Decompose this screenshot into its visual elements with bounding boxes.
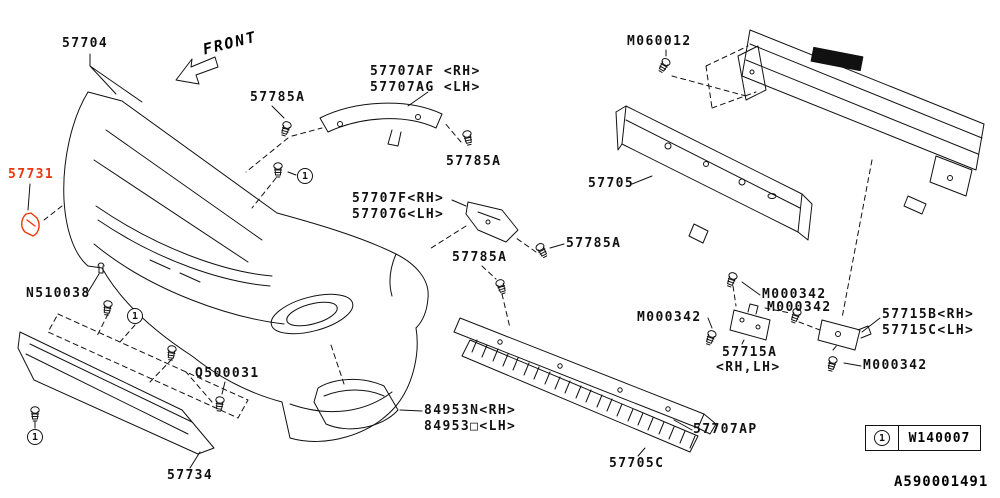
part-label-57705c[interactable]: 57705C (609, 456, 665, 471)
part-label-57707g[interactable]: 57707G<LH> (352, 207, 445, 222)
legend-callout-marker: 1 (874, 430, 890, 446)
bumper-beam-57705-drawing (615, 105, 813, 244)
fog-cover-84953-drawing (313, 378, 399, 430)
part-label-57715a-side[interactable]: <RH,LH> (716, 360, 781, 375)
strip-57707ap-drawing (453, 317, 717, 435)
garnish-57705c-drawing (461, 339, 699, 453)
part-label-57785a-4[interactable]: 57785A (452, 250, 508, 265)
drawing-number: A590001491 (894, 474, 989, 490)
part-label-57715c[interactable]: 57715C<LH> (882, 323, 975, 338)
part-label-m060012[interactable]: M060012 (627, 34, 692, 49)
part-label-57707af[interactable]: 57707AF <RH> (370, 64, 481, 79)
part-label-57734[interactable]: 57734 (167, 468, 214, 483)
part-label-84953-lh[interactable]: 84953□<LH> (424, 419, 517, 434)
part-label-57704[interactable]: 57704 (62, 36, 109, 51)
lower-strip-57734-drawing (17, 313, 249, 455)
front-bumper-cover-drawing (63, 91, 429, 442)
part-label-n510038[interactable]: N510038 (26, 286, 91, 301)
callout-marker-2[interactable]: 1 (127, 308, 143, 324)
part-label-q500031[interactable]: Q500031 (195, 366, 260, 381)
part-label-57707f[interactable]: 57707F<RH> (352, 191, 445, 206)
part-label-57785a-2[interactable]: 57785A (446, 154, 502, 169)
callout-marker-1[interactable]: 1 (297, 168, 313, 184)
part-label-57785a-3[interactable]: 57785A (566, 236, 622, 251)
bracket-57715a-drawing (729, 303, 771, 341)
part-label-84953n[interactable]: 84953N<RH> (424, 403, 517, 418)
callout-marker-3[interactable]: 1 (27, 429, 43, 445)
part-label-m000342-3[interactable]: M000342 (637, 310, 702, 325)
highlight-clip-57731-drawing (21, 212, 40, 237)
bracket-57707af-drawing (319, 102, 443, 147)
legend-part-code[interactable]: W140007 (908, 430, 971, 446)
front-arrow-icon (175, 56, 219, 85)
bracket-57707f-drawing (465, 201, 519, 243)
part-label-57705[interactable]: 57705 (588, 176, 635, 191)
legend-box: 1 W140007 (865, 425, 981, 451)
part-label-57715a[interactable]: 57715A (722, 345, 778, 360)
part-label-m000342-2[interactable]: M000342 (767, 300, 832, 315)
part-label-57715b[interactable]: 57715B<RH> (882, 307, 975, 322)
part-label-57707ag[interactable]: 57707AG <LH> (370, 80, 481, 95)
part-label-57731-highlighted[interactable]: 57731 (8, 167, 55, 182)
part-label-m000342-4[interactable]: M000342 (863, 358, 928, 373)
part-label-57785a-1[interactable]: 57785A (250, 90, 306, 105)
part-label-m000342-1[interactable]: M000342 (762, 287, 827, 302)
leader-lines (27, 49, 881, 469)
part-label-57707ap[interactable]: 57707AP (693, 422, 758, 437)
beam-assembly-drawing (705, 29, 985, 319)
legend-marker-cell: 1 (866, 426, 899, 450)
bracket-57715b-drawing (817, 319, 872, 351)
